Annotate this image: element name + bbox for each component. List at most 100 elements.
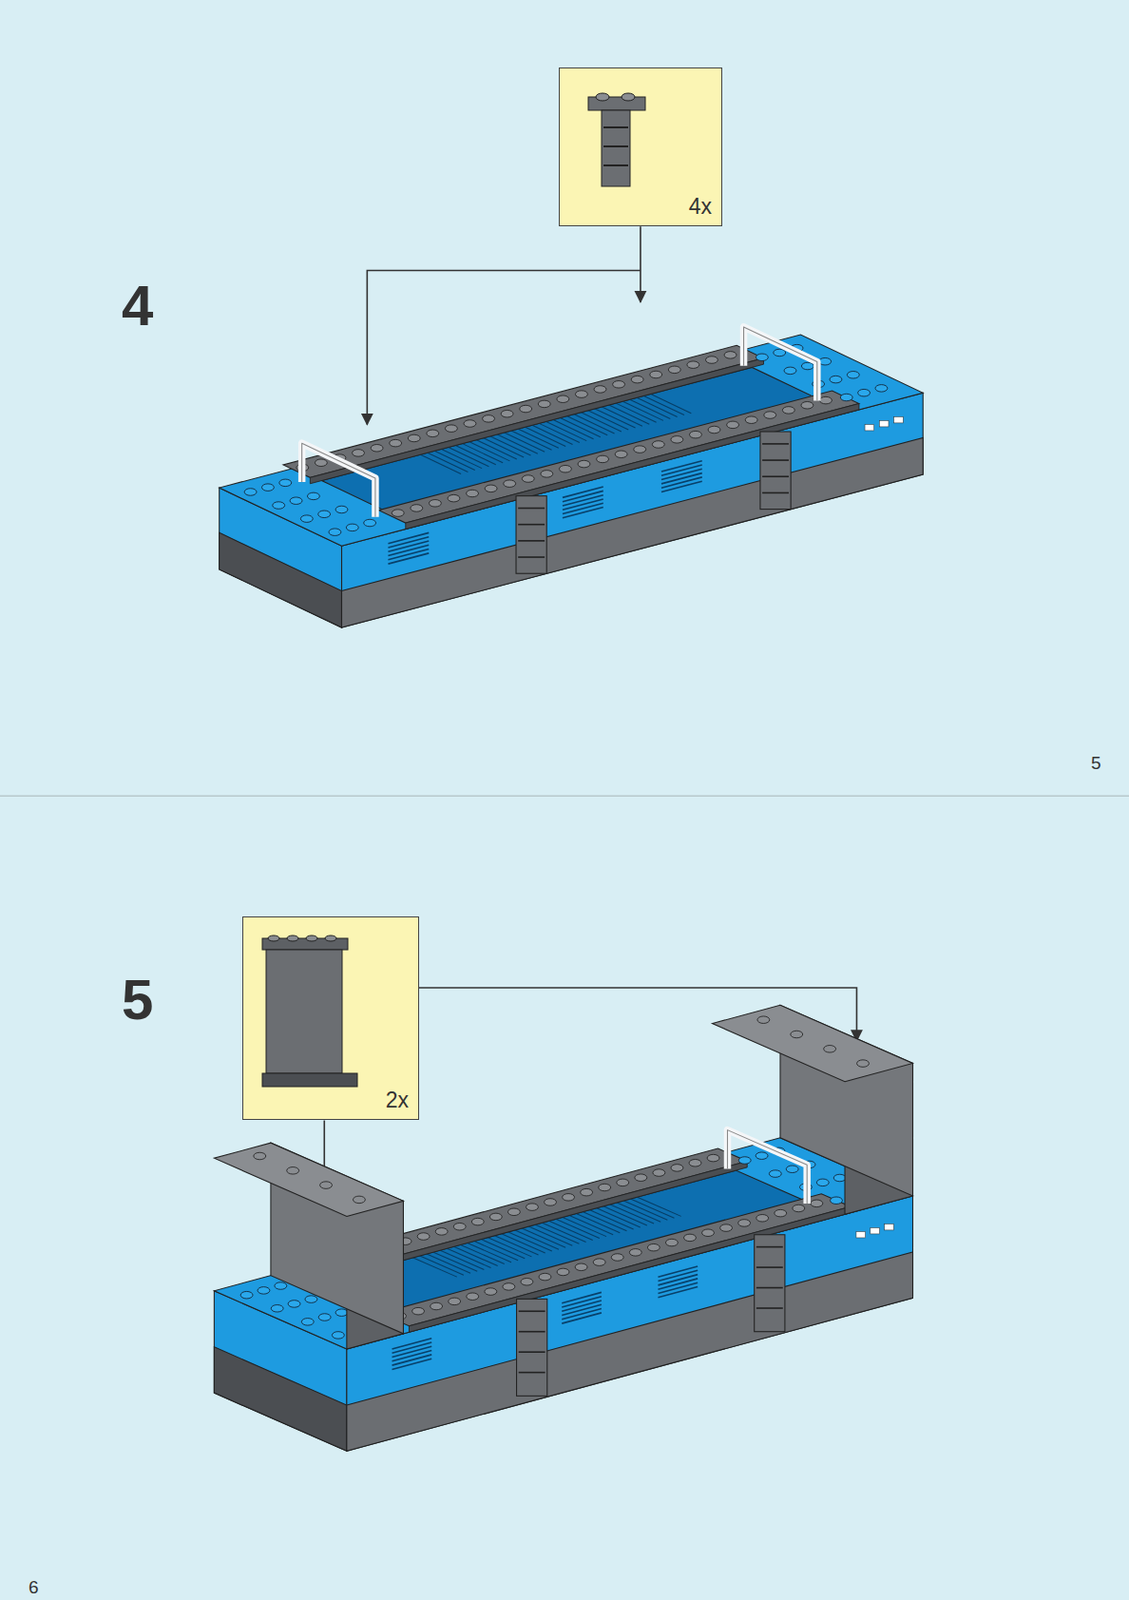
stud [428, 499, 441, 508]
stud [370, 444, 383, 453]
wall-panel [213, 1142, 403, 1216]
rail [283, 344, 764, 478]
stud [810, 1199, 823, 1207]
stud [757, 1015, 770, 1024]
grille [661, 480, 703, 492]
stud [544, 1198, 557, 1206]
stud [708, 425, 721, 434]
grille [630, 399, 670, 419]
grille [441, 448, 482, 468]
grille [446, 1247, 491, 1267]
grille [413, 1257, 458, 1277]
stud [629, 1248, 642, 1257]
grille [603, 1205, 648, 1225]
stud [593, 1258, 606, 1266]
stud [651, 440, 665, 449]
stud [537, 400, 551, 408]
stud [466, 1292, 479, 1301]
grille [497, 434, 537, 454]
stud [724, 351, 737, 360]
stud [466, 489, 479, 498]
stud [257, 1286, 270, 1295]
grille [427, 452, 468, 472]
grille [562, 507, 604, 518]
grille [616, 1202, 661, 1222]
stud [577, 459, 591, 468]
stud [738, 1156, 751, 1165]
grille [562, 1216, 607, 1236]
light [884, 1223, 895, 1229]
stud [755, 1151, 768, 1160]
stud [305, 1295, 318, 1303]
stud [558, 464, 572, 473]
stud [352, 449, 365, 458]
grille [546, 420, 587, 441]
grille [637, 1196, 682, 1216]
stud [363, 518, 377, 527]
grille [448, 446, 489, 466]
stud [352, 1195, 365, 1204]
stud [687, 361, 700, 369]
stud [484, 484, 498, 493]
grille [504, 432, 545, 452]
stud [801, 362, 814, 370]
grille [623, 1200, 668, 1220]
light [856, 1231, 866, 1238]
light [864, 424, 875, 431]
ladder [754, 1234, 785, 1332]
stud [389, 439, 402, 447]
stud [287, 1167, 300, 1175]
grille [487, 1237, 532, 1257]
grille [525, 426, 566, 446]
stud [391, 509, 404, 517]
stud [482, 415, 496, 423]
stud [417, 1232, 430, 1241]
stud [447, 494, 460, 502]
grille [590, 1209, 634, 1229]
stud [773, 348, 786, 357]
grille [535, 1224, 579, 1244]
stud [453, 1222, 466, 1230]
stud [272, 501, 286, 510]
grille [501, 1233, 546, 1253]
stud [846, 371, 860, 380]
stud [857, 1059, 870, 1068]
grille [455, 445, 496, 465]
ladder [517, 523, 545, 526]
stud [782, 406, 795, 415]
stud [688, 1158, 702, 1167]
stud [556, 1267, 570, 1276]
stud [318, 1313, 331, 1321]
stud [484, 1287, 498, 1296]
grille [426, 1253, 471, 1273]
grille [532, 424, 573, 444]
stud [684, 1233, 697, 1242]
grille [538, 422, 579, 442]
stud [670, 436, 684, 444]
grille [630, 1198, 674, 1218]
stud [526, 1203, 539, 1211]
page-number: 5 [1090, 753, 1102, 772]
grille [601, 406, 642, 426]
stud [829, 375, 842, 383]
model-part [213, 1346, 347, 1451]
grille [549, 1220, 594, 1240]
ladder [762, 492, 789, 495]
ladder [762, 459, 789, 461]
ladder [756, 1265, 784, 1268]
grille [610, 1204, 654, 1224]
stud [738, 1219, 751, 1227]
stud [335, 1308, 348, 1317]
stud [274, 1282, 288, 1290]
grille [574, 414, 614, 434]
grille [555, 1218, 600, 1238]
ladder [516, 496, 547, 575]
ladder [756, 1245, 784, 1248]
grille [569, 1215, 613, 1235]
parts-callout: 4x [558, 67, 723, 227]
ladder [756, 1306, 784, 1309]
grille [469, 441, 510, 461]
stud [652, 1168, 666, 1177]
step-number: 5 [121, 971, 154, 1029]
stud [702, 1228, 715, 1237]
